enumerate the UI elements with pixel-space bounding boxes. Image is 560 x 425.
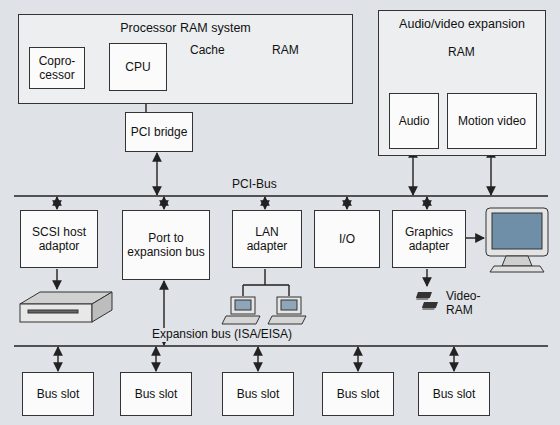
video-ram-chips — [416, 292, 438, 310]
box-label: I/O — [336, 230, 358, 248]
pci-bus-line — [14, 195, 548, 196]
cpu-box: CPU — [109, 43, 167, 91]
box-label: PCI bridge — [128, 123, 191, 141]
bus-label: PCI-Bus — [230, 178, 279, 192]
video-ram-arrow — [426, 269, 427, 286]
part-label: RAM — [272, 44, 299, 58]
box-label: Port to expansion bus — [123, 229, 209, 262]
bus-slot: Bus slot — [222, 372, 294, 416]
system-panel: Processor RAM systemCopro- cessor CPU — [18, 14, 353, 104]
bus-arrow — [155, 347, 156, 371]
video-box: Motion video — [447, 93, 537, 149]
drive-arrow — [56, 269, 57, 289]
box-label: Bus slot — [234, 385, 283, 403]
bus-slot: Bus slot — [322, 372, 394, 416]
bus-label: Expansion bus (ISA/EISA) — [150, 328, 294, 342]
bus-arrow — [156, 153, 157, 195]
box-label: Bus slot — [430, 385, 479, 403]
io-box: I/O — [314, 210, 380, 268]
adapter-box: Graphics adapter — [392, 210, 466, 268]
monitor-arrow — [463, 237, 484, 238]
network-wire — [243, 269, 289, 296]
audio-box: Audio — [389, 93, 439, 149]
bus-arrow — [56, 197, 57, 209]
box-label: LAN adapter — [233, 223, 301, 256]
bus-arrow — [346, 197, 347, 209]
bus-slot: Bus slot — [418, 372, 490, 416]
computer-icon — [222, 297, 306, 324]
bus-slot: Bus slot — [22, 372, 94, 416]
box-label: Bus slot — [334, 385, 383, 403]
bus-arrow — [264, 197, 265, 209]
box-label: Bus slot — [34, 385, 83, 403]
box-label: Bus slot — [132, 385, 181, 403]
expansion-panel: Audio/video expansionAudio Motion video — [378, 10, 546, 156]
box-label: CPU — [122, 58, 153, 76]
panel-heading: Audio/video expansion — [396, 15, 528, 34]
bus-arrow — [257, 347, 258, 371]
bus-arrow — [453, 347, 454, 371]
box-label: SCSI host adaptor — [21, 223, 97, 256]
expansion-bus-line — [14, 345, 548, 346]
bus-arrow — [357, 347, 358, 371]
bus-arrow — [57, 347, 58, 371]
coprocessor-box: Copro- cessor — [29, 47, 85, 89]
bus-arrow — [163, 197, 164, 209]
part-label: Video- RAM — [446, 290, 490, 318]
port-box: Port to expansion bus — [122, 210, 210, 280]
box-label: Motion video — [455, 112, 529, 130]
box-label: Copro- cessor — [30, 52, 84, 85]
adapter-box: LAN adapter — [232, 210, 302, 268]
bus-slot: Bus slot — [120, 372, 192, 416]
part-label: Cache — [190, 44, 225, 58]
panel-heading: Processor RAM system — [117, 19, 254, 38]
box-label: Graphics adapter — [393, 223, 465, 256]
adapter-box: SCSI host adaptor — [20, 210, 98, 268]
box-label: Audio — [396, 112, 433, 130]
bridge-box: PCI bridge — [125, 112, 193, 152]
part-label: RAM — [448, 46, 475, 60]
disk-drive-icon — [20, 292, 112, 322]
monitor-icon — [486, 208, 548, 272]
bus-arrow — [426, 197, 427, 209]
